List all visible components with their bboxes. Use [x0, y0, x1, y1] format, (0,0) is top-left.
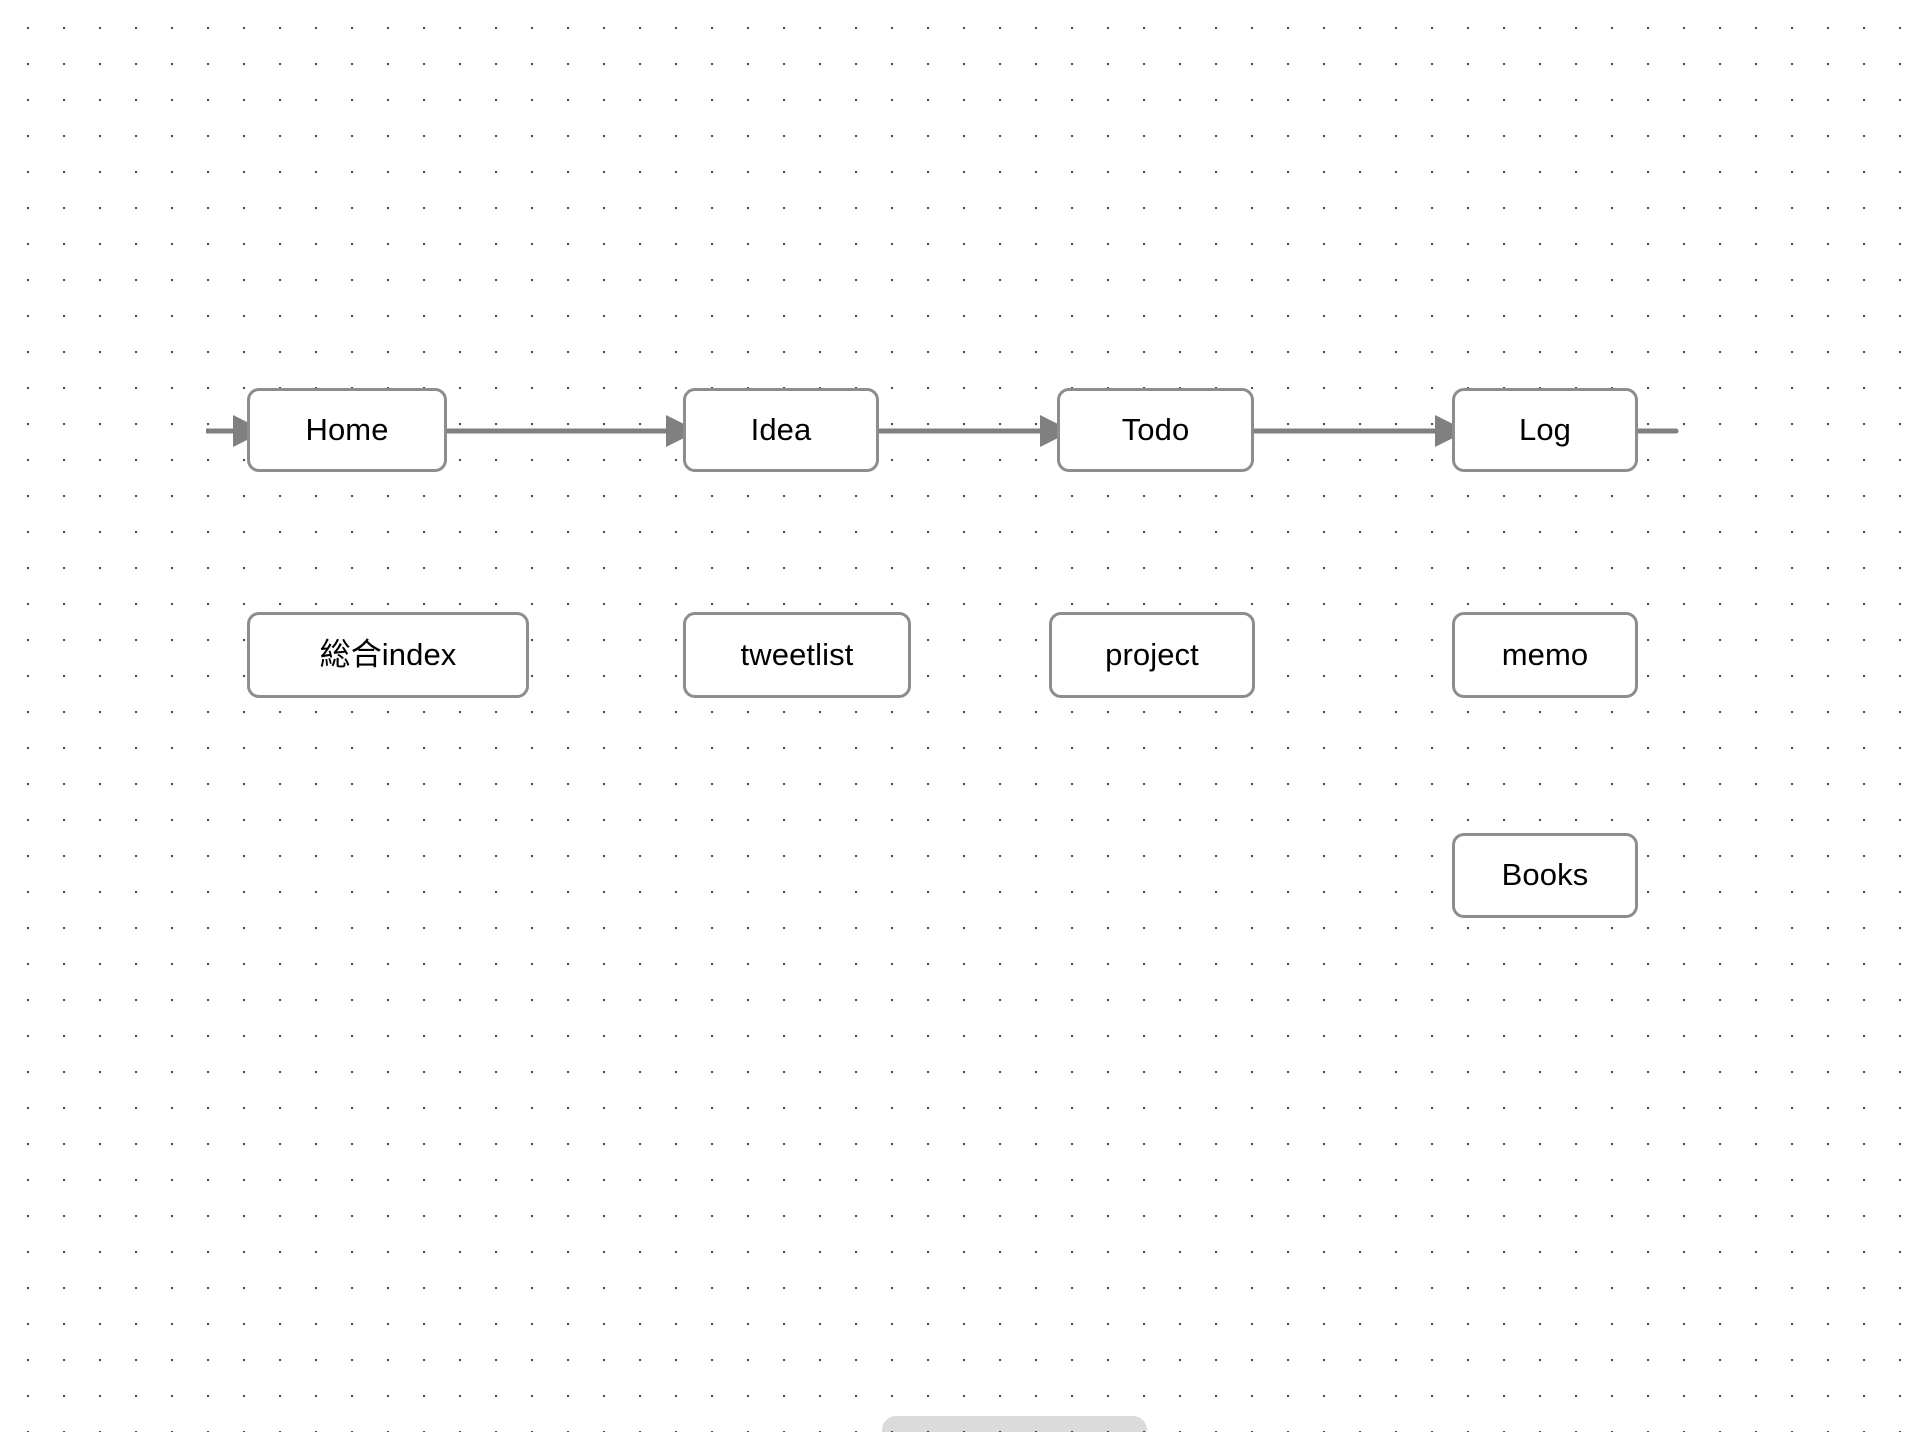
node-project[interactable]: project	[1049, 612, 1255, 698]
node-log[interactable]: Log	[1452, 388, 1638, 472]
node-todo[interactable]: Todo	[1057, 388, 1254, 472]
node-sogo-index-label: 総合index	[319, 636, 457, 672]
node-memo[interactable]: memo	[1452, 612, 1638, 698]
node-log-label: Log	[1518, 411, 1572, 447]
node-project-label: project	[1105, 636, 1199, 672]
node-home-label: Home	[305, 411, 389, 447]
node-sogo-index[interactable]: 総合index	[247, 612, 529, 698]
bottom-toolbar[interactable]	[882, 1416, 1147, 1432]
node-todo-label: Todo	[1121, 411, 1190, 447]
node-memo-label: memo	[1501, 636, 1589, 672]
node-tweetlist[interactable]: tweetlist	[683, 612, 911, 698]
node-books[interactable]: Books	[1452, 833, 1638, 918]
node-home[interactable]: Home	[247, 388, 447, 472]
node-idea-label: Idea	[750, 411, 812, 447]
node-idea[interactable]: Idea	[683, 388, 879, 472]
node-tweetlist-label: tweetlist	[740, 636, 854, 672]
node-books-label: Books	[1501, 857, 1589, 892]
